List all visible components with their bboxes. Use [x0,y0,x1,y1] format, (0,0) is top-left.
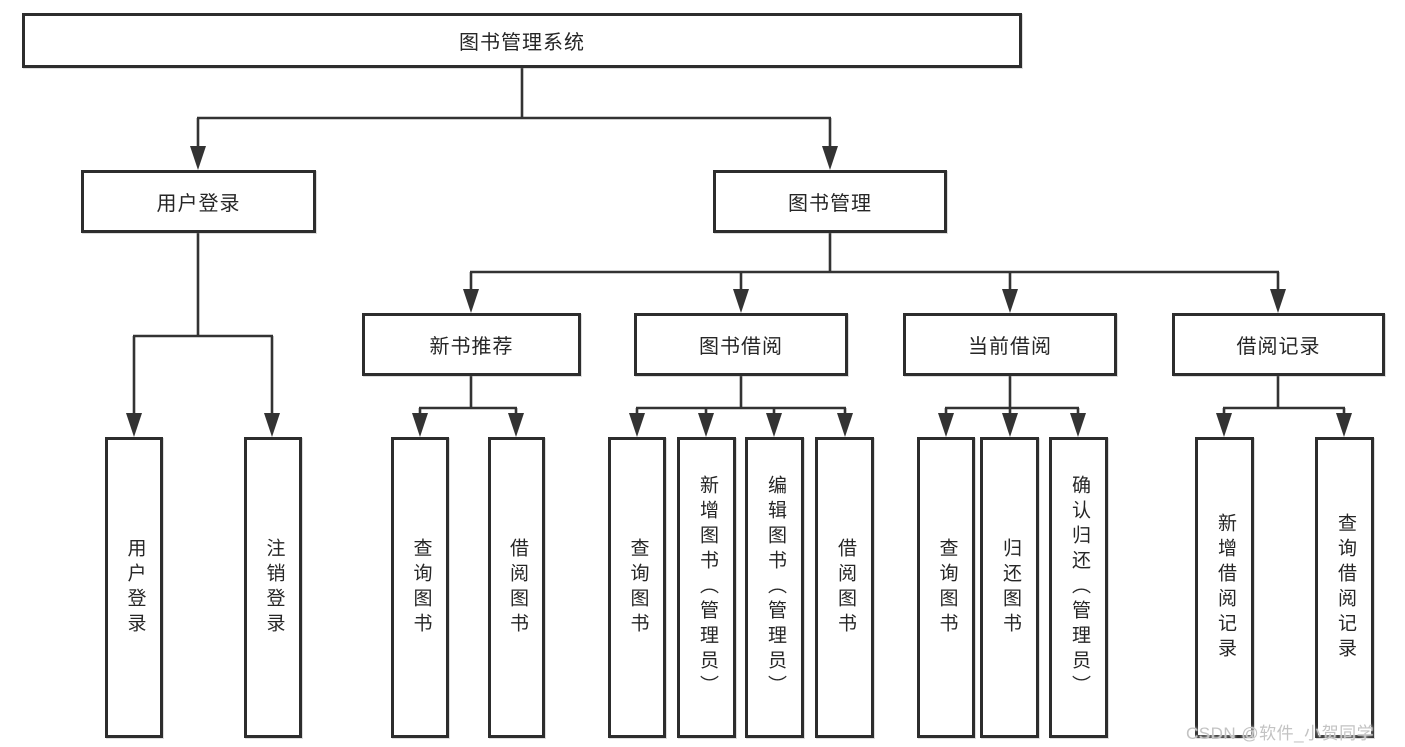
node-user-login: 用户登录 [81,170,316,233]
arrowhead-icon [1002,289,1018,313]
node-book-management: 图书管理 [713,170,947,233]
arrowhead-icon [1070,413,1086,437]
leaf-query-books: 查询图书 [608,437,666,738]
leaf-user-login: 用户登录 [105,437,163,738]
arrowhead-icon [938,413,954,437]
arrowhead-icon [412,413,428,437]
arrowhead-icon [698,413,714,437]
arrowhead-icon [822,146,838,170]
leaf-logout: 注销登录 [244,437,302,738]
leaf-add-borrow-record: 新增借阅记录 [1195,437,1254,738]
csdn-watermark: CSDN @软件_小贺同学 [1186,724,1375,743]
arrowhead-icon [264,413,280,437]
arrowhead-icon [733,289,749,313]
leaf-add-books-admin: 新增图书（管理员） [677,437,736,738]
leaf-query-books: 查询图书 [917,437,975,738]
node-book-borrow: 图书借阅 [634,313,848,376]
leaf-query-borrow-record: 查询借阅记录 [1315,437,1374,738]
leaf-query-books: 查询图书 [391,437,449,738]
arrowhead-icon [766,413,782,437]
leaf-return-books: 归还图书 [980,437,1039,738]
node-root-system: 图书管理系统 [22,13,1022,68]
arrowhead-icon [837,413,853,437]
arrowhead-icon [629,413,645,437]
arrowhead-icon [1002,413,1018,437]
node-new-book-recommend: 新书推荐 [362,313,581,376]
arrowhead-icon [508,413,524,437]
leaf-edit-books-admin: 编辑图书（管理员） [745,437,804,738]
leaf-confirm-return-admin: 确认归还（管理员） [1049,437,1108,738]
arrowhead-icon [190,146,206,170]
node-current-borrow: 当前借阅 [903,313,1117,376]
leaf-borrow-books: 借阅图书 [815,437,874,738]
leaf-borrow-books: 借阅图书 [488,437,545,738]
arrowhead-icon [1270,289,1286,313]
arrowhead-icon [1336,413,1352,437]
arrowhead-icon [463,289,479,313]
node-borrow-records: 借阅记录 [1172,313,1385,376]
arrowhead-icon [1216,413,1232,437]
arrowhead-icon [126,413,142,437]
